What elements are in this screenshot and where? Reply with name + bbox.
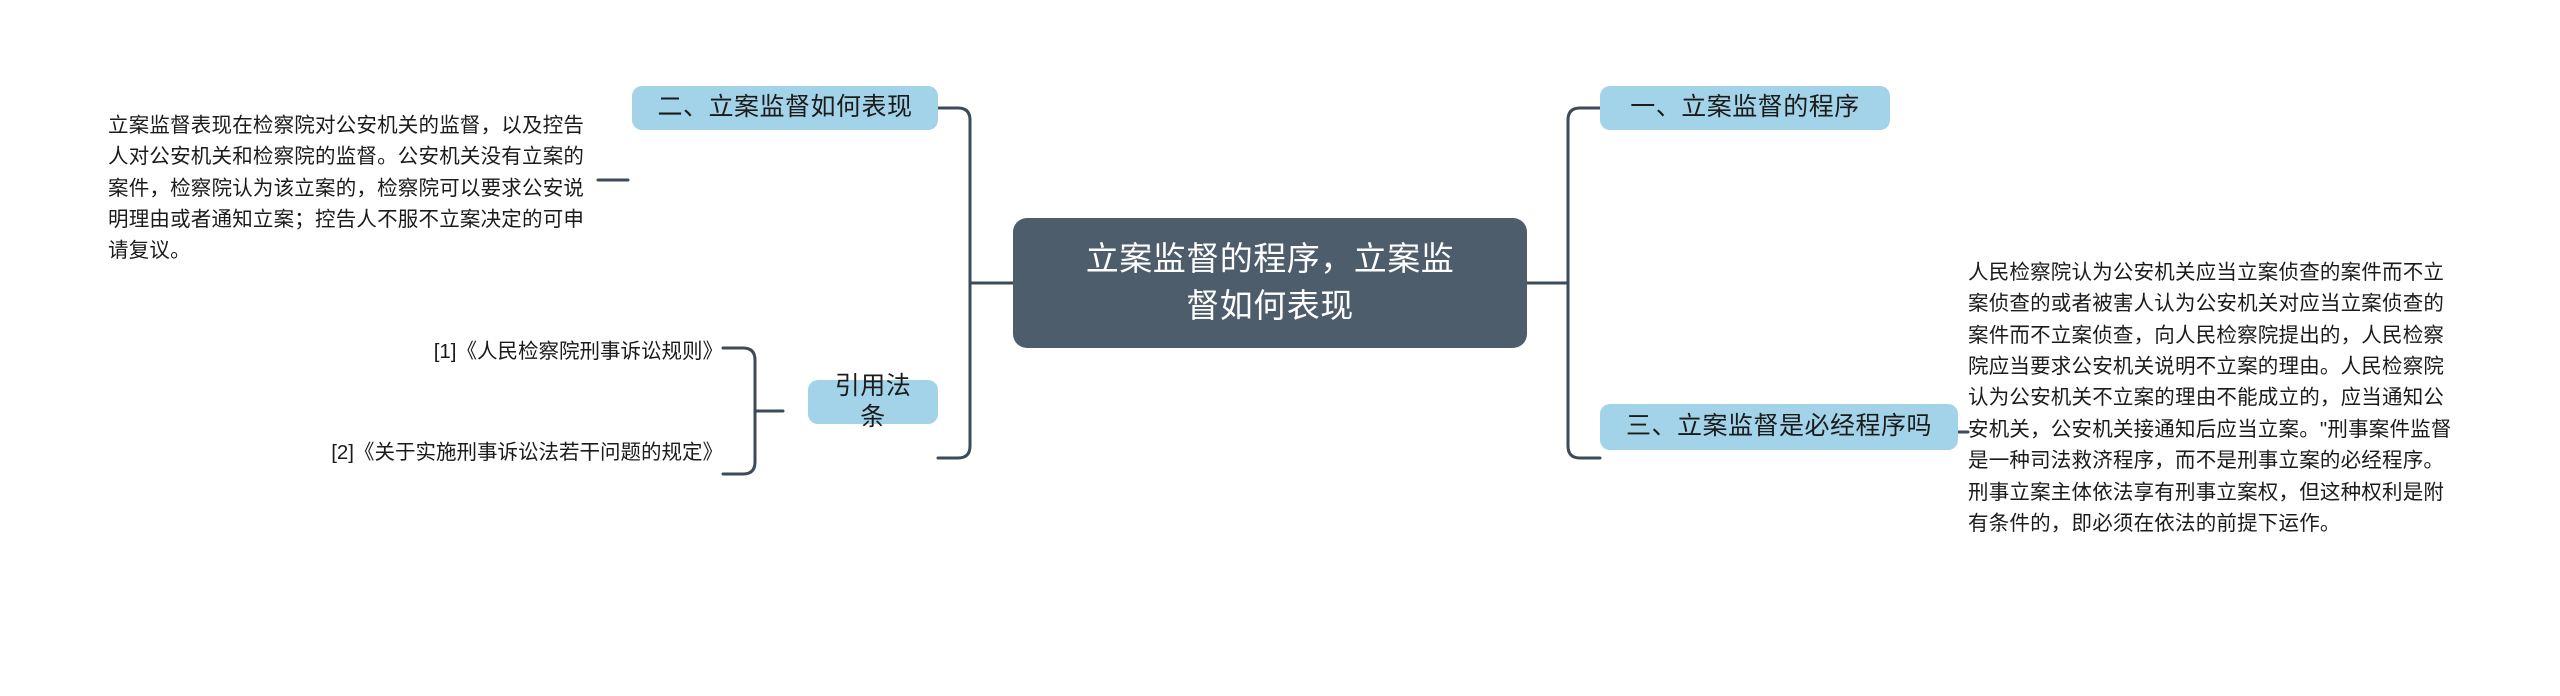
branch-node-right-bottom[interactable]: 三、立案监督是必经程序吗 — [1600, 404, 1958, 450]
citation-item-2: [2]《关于实施刑事诉讼法若干问题的规定》 — [331, 441, 723, 464]
wire-right-top-elbow — [1566, 106, 1602, 122]
wire-left-top-elbow — [936, 106, 972, 122]
branch-node-left-top[interactable]: 二、立案监督如何表现 — [632, 86, 938, 130]
leaf-left-paragraph: 立案监督表现在检察院对公安机关的监督，以及控告人对公安机关和检察院的监督。公安机… — [108, 114, 585, 263]
leaf-right-paragraph: 人民检察院认为公安机关应当立案侦查的案件而不立案侦查的或者被害人认为公安机关对应… — [1968, 261, 2452, 535]
wire-left-bottom-elbow — [936, 444, 972, 460]
root-node-line2: 督如何表现 — [1186, 287, 1354, 324]
wire-right-bottom-elbow — [1566, 444, 1602, 460]
root-node[interactable]: 立案监督的程序，立案监 督如何表现 — [1013, 218, 1527, 348]
citation-item-1: [1]《人民检察院刑事诉讼规则》 — [433, 340, 723, 363]
root-node-line1: 立案监督的程序，立案监 — [1085, 240, 1455, 278]
branch-node-right-top[interactable]: 一、立案监督的程序 — [1600, 86, 1890, 130]
wire-cite-bottom-elbow — [721, 460, 757, 476]
wire-cite-top-elbow — [721, 346, 757, 362]
branch-node-left-bottom[interactable]: 引用法条 — [808, 372, 938, 431]
